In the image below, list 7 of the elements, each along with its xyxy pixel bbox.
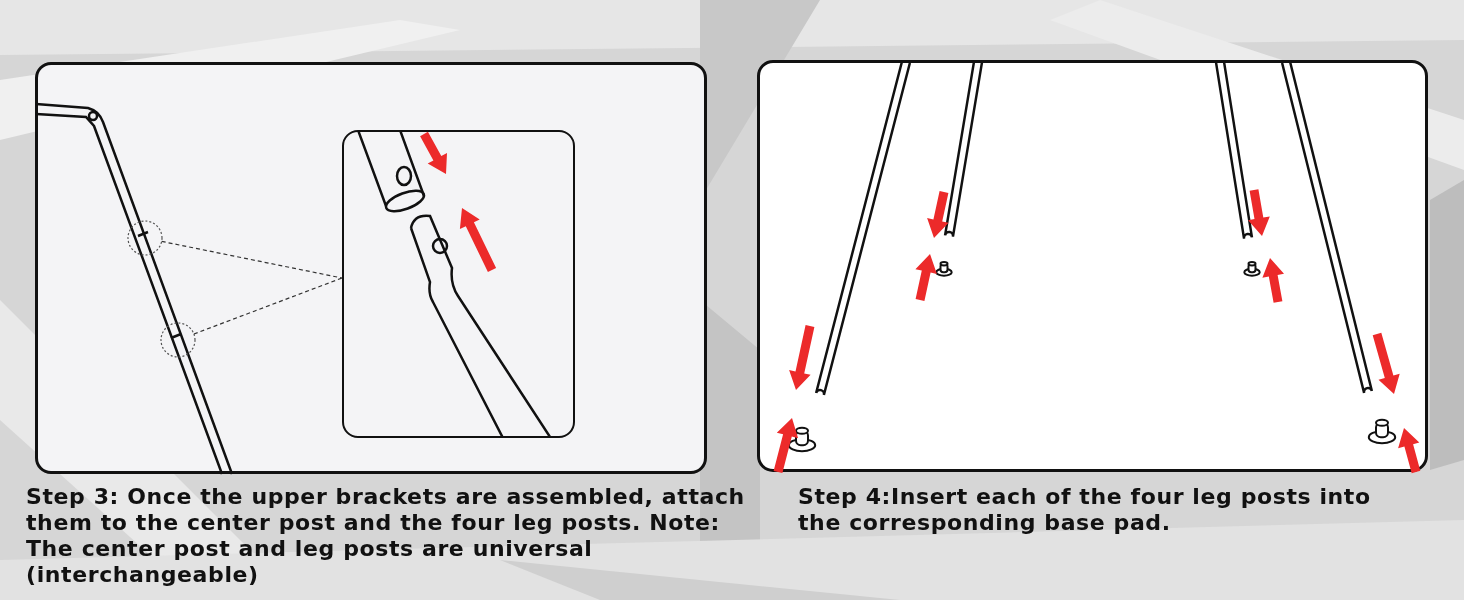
leader-line	[161, 240, 343, 279]
detail-circle	[160, 322, 196, 358]
magnified-detail-panel	[342, 130, 575, 438]
instruction-text: Step 4:Insert each of the four leg posts into the corresponding base pad.	[798, 484, 1372, 536]
leader-line	[193, 277, 343, 335]
instruction-text: Step 3: Once the upper brackets are assembled, attach them to the center post and the four leg posts. Note: The center post and leg posts are universal (interchangeable)	[26, 484, 746, 588]
detail-circle	[127, 220, 163, 256]
